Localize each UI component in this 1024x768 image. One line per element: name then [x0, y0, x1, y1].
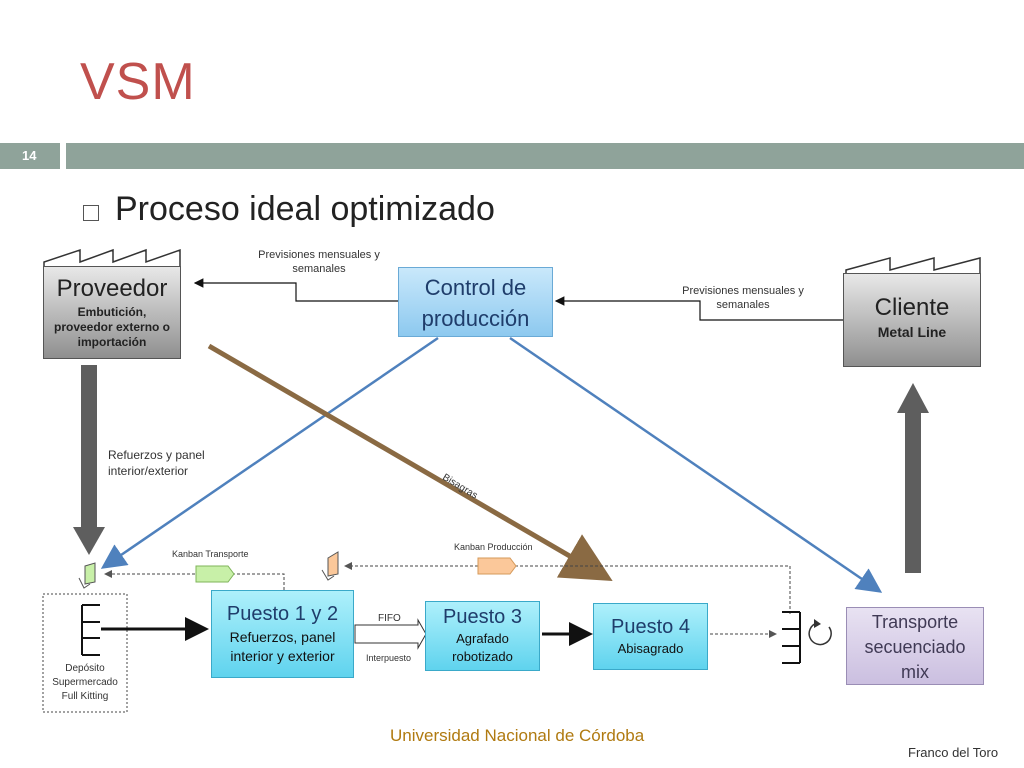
puesto-3-box: Puesto 3 Agrafado robotizado: [425, 601, 540, 671]
fifo-label: FIFO: [378, 613, 401, 624]
push-arrow-head-up: [897, 383, 929, 413]
kanban-transporte-label: Kanban Transporte: [172, 549, 249, 559]
supermarket-icon-transporte: [782, 611, 801, 664]
proveedor-box: Proveedor Embutición, proveedor externo …: [43, 266, 181, 359]
refuerzos-label: Refuerzos y panel interior/exterior: [108, 448, 205, 478]
bisagras-arrow: [207, 343, 613, 582]
proveedor-title: Proveedor: [56, 275, 168, 302]
kanban-produccion-label: Kanban Producción: [454, 542, 533, 552]
previsiones-label-right: Previsiones mensuales y semanales: [682, 285, 804, 311]
cliente-box: Cliente Metal Line: [843, 273, 981, 367]
kanban-post-deposito: [84, 562, 96, 585]
signal-line-to-deposito: [100, 336, 439, 569]
push-arrow-head-down: [73, 527, 105, 555]
signal-line-to-transporte: [509, 336, 883, 593]
proveedor-subtitle: Embutición, proveedor externo o importac…: [53, 305, 171, 349]
interpuesto-label: Interpuesto: [366, 653, 412, 663]
cliente-roof: [845, 257, 981, 274]
bullet-text: Proceso ideal optimizado: [115, 190, 495, 228]
puesto-4-subtitle: Abisagrado: [617, 641, 684, 656]
bullet-square-icon: [83, 205, 99, 221]
info-line-from-cliente: [554, 296, 843, 321]
deposito-frame: [42, 593, 128, 713]
deposito-label: Depósito Supermercado Full Kitting: [52, 663, 118, 702]
footer-university: Universidad Nacional de Córdoba: [390, 726, 645, 745]
title-band: [66, 143, 1024, 169]
push-arrow-shaft-down: [81, 365, 97, 527]
puesto-3-title: Puesto 3: [443, 606, 522, 628]
cliente-subtitle: Metal Line: [877, 324, 947, 340]
withdraw-circle-icon: [808, 622, 832, 646]
kanban-produccion-card: [477, 557, 517, 575]
proveedor-roof: [43, 248, 181, 266]
puesto-4-title: Puesto 4: [611, 616, 690, 638]
control-produccion-box: Control de producción: [398, 267, 553, 337]
kanban-post-puesto: [327, 551, 339, 577]
slide-number: 14: [22, 148, 37, 163]
previsiones-label-left: Previsiones mensuales y semanales: [258, 249, 380, 275]
push-arrow-shaft-up: [905, 413, 921, 573]
puesto-4-box: Puesto 4 Abisagrado: [593, 603, 708, 670]
transporte-title: Transporte secuenciado mix: [864, 612, 966, 682]
puesto-1-2-title: Puesto 1 y 2: [226, 603, 339, 625]
slide-title: VSM: [80, 53, 196, 111]
puesto-3-subtitle: Agrafado robotizado: [452, 631, 513, 664]
transporte-box: Transporte secuenciado mix: [846, 607, 984, 685]
control-produccion-title: Control de producción: [421, 275, 530, 331]
fifo-double-arrow: [354, 618, 427, 650]
slide-number-badge: 14: [0, 143, 60, 169]
cliente-title: Cliente: [874, 294, 950, 321]
kanban-transporte-card: [195, 565, 235, 583]
kanban-transporte-loop: [104, 570, 285, 590]
info-line-to-proveedor: [193, 278, 398, 302]
supermarket-icon-deposito: [81, 604, 100, 656]
puesto-1-2-subtitle: Refuerzos, panel interior y exterior: [229, 629, 336, 664]
puesto-1-2-box: Puesto 1 y 2 Refuerzos, panel interior y…: [211, 590, 354, 678]
footer-author: Franco del Toro: [908, 745, 999, 760]
kanban-produccion-loop: [344, 562, 791, 614]
